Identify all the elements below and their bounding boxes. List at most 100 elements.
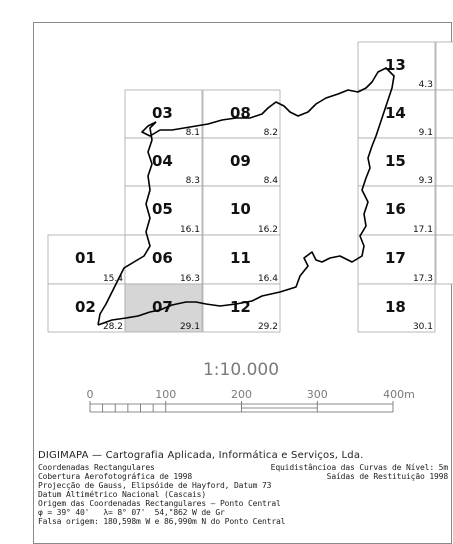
sheet-cell-16: 16 17.1 <box>357 185 436 236</box>
credits-line: Origem das Coordenadas Rectangulares — P… <box>38 499 448 508</box>
sheet-reference: 8.2 <box>264 128 278 138</box>
sheet-reference: 4.3 <box>419 80 433 90</box>
sheet-cell-box <box>357 283 436 333</box>
sheet-cell-box <box>124 185 203 236</box>
municipality-boundary-west <box>97 121 157 326</box>
map-credits: DIGIMAPA — Cartografia Aplicada, Informá… <box>38 450 448 526</box>
sheet-reference: 8.4 <box>264 176 279 186</box>
sheet-cell-01: 01 15.4 <box>47 234 126 285</box>
sheet-cell-21: 219.4 <box>435 137 453 187</box>
sheet-reference: 28.2 <box>103 322 123 332</box>
sheet-cell-box <box>202 234 281 285</box>
sheet-number: 02 <box>75 298 96 316</box>
sheet-grid: 134.3194.4038.1088.2149.1209.2048.3098.4… <box>47 41 453 333</box>
sheet-cell-20: 209.2 <box>435 89 453 139</box>
sheet-reference: 16.1 <box>180 225 200 235</box>
sheet-reference: 9.3 <box>419 176 433 186</box>
sheet-cell-box <box>435 234 453 285</box>
sheet-cell-box <box>357 41 436 91</box>
credits-line: Coordenadas Rectangulares Equidistâncioa … <box>38 463 448 472</box>
sheet-reference: 30.1 <box>413 322 433 332</box>
sheet-cell-box <box>435 137 453 187</box>
sheet-cell-13: 134.3 <box>357 41 436 91</box>
sheet-cell-box <box>202 137 281 187</box>
credits-line-right: Saídas de Restituição 1998 <box>326 472 448 481</box>
sheet-number: 03 <box>152 104 173 122</box>
sheet-cell-12: 12 29.2 <box>202 283 281 333</box>
sheet-cell-box <box>435 41 453 91</box>
sheet-cell-box <box>202 185 281 236</box>
credits-line-left: Origem das Coordenadas Rectangulares — P… <box>38 499 281 508</box>
sheet-number: 16 <box>385 200 406 218</box>
sheet-cell-19: 194.4 <box>435 41 453 91</box>
credits-line: Projecção de Gauss, Elipsóide de Hayford… <box>38 481 448 490</box>
sheet-cell-08: 088.2 <box>202 89 281 139</box>
sheet-reference: 29.1 <box>180 322 200 332</box>
municipality-boundary <box>97 67 395 326</box>
sheet-number: 05 <box>152 200 173 218</box>
credits-line-right: Equidistâncioa das Curvas de Nível: 5m <box>270 463 448 472</box>
sheet-cell-06: 06 16.3 <box>124 234 203 285</box>
scale-tick-label: 200 <box>231 388 252 401</box>
sheet-cell-box <box>357 89 436 139</box>
sheet-cell-box <box>357 185 436 236</box>
sheet-reference: 16.3 <box>180 274 200 284</box>
sheet-number: 11 <box>230 249 251 267</box>
sheet-cell-box <box>47 234 126 285</box>
sheet-cell-17: 17 17.3 <box>357 234 436 285</box>
credits-line: Cobertura Aerofotográfica de 1998 Saídas … <box>38 472 448 481</box>
sheet-number: 15 <box>385 152 406 170</box>
sheet-number: 13 <box>385 56 406 74</box>
credits-line: Datum Altimétrico Nacional (Cascais) <box>38 490 448 499</box>
sheet-reference: 16.2 <box>258 225 278 235</box>
sheet-cell-11: 11 16.4 <box>202 234 281 285</box>
sheet-number: 01 <box>75 249 96 267</box>
sheet-number: 07 <box>152 298 173 316</box>
sheet-reference: 17.1 <box>413 225 433 235</box>
sheet-number: 17 <box>385 249 406 267</box>
sheet-number: 12 <box>230 298 251 316</box>
sheet-cell-22: 2217.2 <box>435 185 453 236</box>
sheet-number: 18 <box>385 298 406 316</box>
credits-line-left: Coordenadas Rectangulares <box>38 463 155 472</box>
credits-line-left: Falsa origem: 180,598m W e 86,990m N do … <box>38 517 286 526</box>
sheet-cell-box <box>435 89 453 139</box>
sheet-cell-box <box>357 234 436 285</box>
sheet-reference: 8.1 <box>186 128 200 138</box>
credits-line-left: Projecção de Gauss, Elipsóide de Hayford… <box>38 481 272 490</box>
scale-tick-label: 300 <box>307 388 328 401</box>
scale-tick-label: 100 <box>155 388 176 401</box>
sheet-cell-10: 10 16.2 <box>202 185 281 236</box>
sheet-number: 08 <box>230 104 251 122</box>
sheet-reference: 15.4 <box>103 274 123 284</box>
sheet-reference: 8.3 <box>186 176 200 186</box>
sheet-cell-box <box>202 89 281 139</box>
credits-line: Falsa origem: 180,598m W e 86,990m N do … <box>38 517 448 526</box>
sheet-cell-14: 149.1 <box>357 89 436 139</box>
credits-line-left: φ = 39° 40' λ= 8° 07' 54,"862 W de Gr <box>38 508 225 517</box>
credits-line-left: Cobertura Aerofotográfica de 1998 <box>38 472 192 481</box>
sheet-cell-04: 048.3 <box>124 137 203 187</box>
sheet-number: 10 <box>230 200 251 218</box>
sheet-cell-09: 098.4 <box>202 137 281 187</box>
sheet-reference: 29.2 <box>258 322 278 332</box>
credits-title: DIGIMAPA — Cartografia Aplicada, Informá… <box>38 450 364 461</box>
sheet-number: 04 <box>152 152 173 170</box>
sheet-cell-box <box>435 185 453 236</box>
sheet-reference: 16.4 <box>258 274 278 284</box>
sheet-cell-18: 18 30.1 <box>357 283 436 333</box>
sheet-number: 14 <box>385 104 406 122</box>
sheet-cell-05: 05 16.1 <box>124 185 203 236</box>
credits-line-left: Datum Altimétrico Nacional (Cascais) <box>38 490 206 499</box>
sheet-cell-02: 02 28.2 <box>47 283 126 333</box>
sheet-number: 06 <box>152 249 173 267</box>
scale-tick-label: 400m <box>383 388 415 401</box>
sheet-reference: 17.3 <box>413 274 433 284</box>
sheet-number: 09 <box>230 152 251 170</box>
scale-tick-label: 0 <box>87 388 94 401</box>
sheet-cell-23: 2317.4 <box>435 234 453 285</box>
scale-label: 1:10.000 <box>203 360 279 380</box>
sheet-reference: 9.1 <box>419 128 433 138</box>
credits-lines: Coordenadas Rectangulares Equidistâncioa … <box>38 463 448 526</box>
